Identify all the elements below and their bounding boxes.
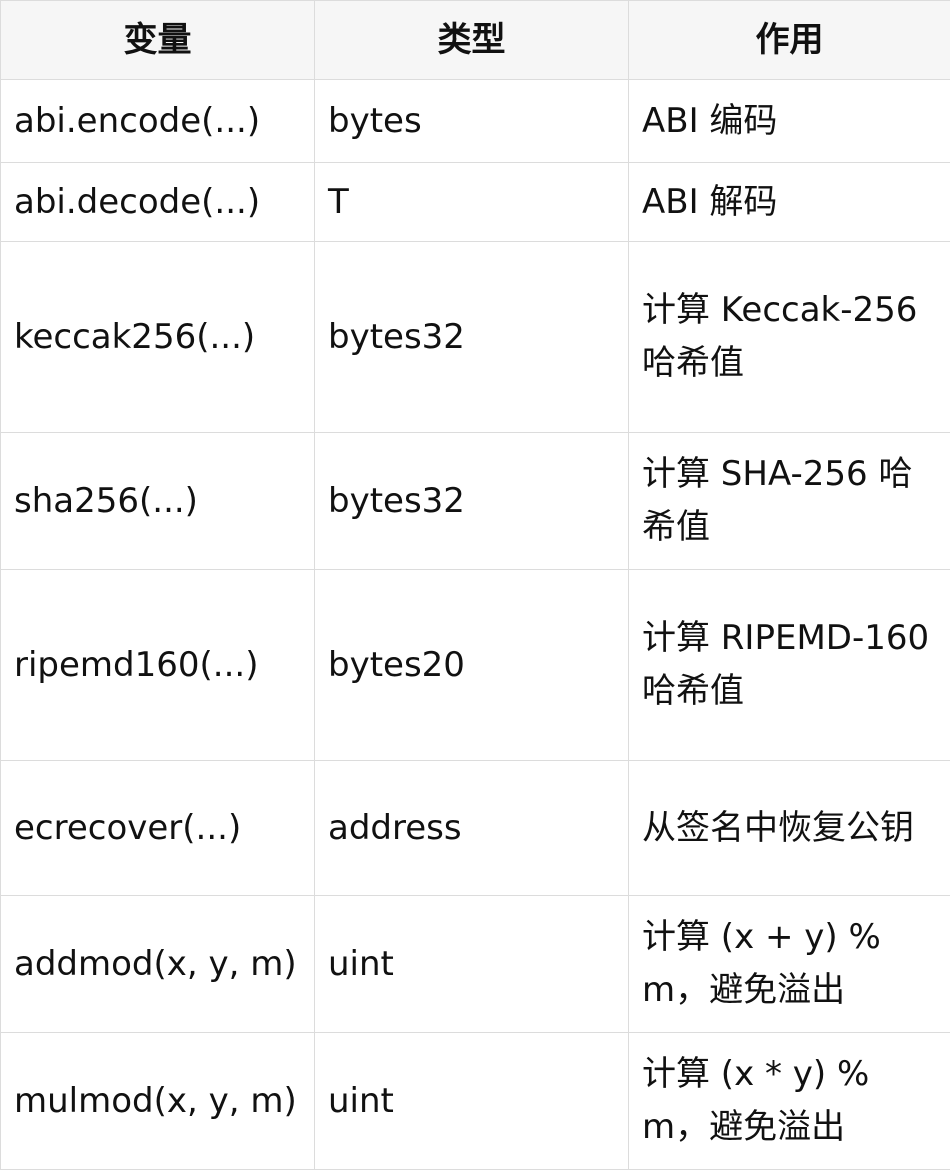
table-row: ripemd160(...) bytes20 计算 RIPEMD-160 哈希值 (1, 570, 950, 761)
cell-purpose: 从签名中恢复公钥 (629, 761, 950, 896)
cell-type: bytes (315, 80, 629, 163)
cell-purpose: 计算 (x * y) % m，避免溢出 (629, 1033, 950, 1170)
header-type: 类型 (315, 1, 629, 80)
cell-type: address (315, 761, 629, 896)
table-row: abi.decode(...) T ABI 解码 (1, 163, 950, 242)
table-header: 变量 类型 作用 (1, 1, 950, 80)
table-body: abi.encode(...) bytes ABI 编码 abi.decode(… (1, 80, 950, 1170)
cell-variable: abi.decode(...) (1, 163, 315, 242)
table-row: keccak256(...) bytes32 计算 Keccak-256 哈希值 (1, 242, 950, 433)
cell-purpose: 计算 RIPEMD-160 哈希值 (629, 570, 950, 761)
cell-variable: ecrecover(...) (1, 761, 315, 896)
header-variable: 变量 (1, 1, 315, 80)
cell-variable: keccak256(...) (1, 242, 315, 433)
cell-purpose: 计算 (x + y) % m，避免溢出 (629, 896, 950, 1033)
cell-type: uint (315, 1033, 629, 1170)
table-row: sha256(...) bytes32 计算 SHA-256 哈希值 (1, 433, 950, 570)
cell-purpose: 计算 SHA-256 哈希值 (629, 433, 950, 570)
cell-variable: mulmod(x, y, m) (1, 1033, 315, 1170)
cell-type: T (315, 163, 629, 242)
table-row: abi.encode(...) bytes ABI 编码 (1, 80, 950, 163)
cell-purpose: ABI 解码 (629, 163, 950, 242)
cell-type: bytes32 (315, 242, 629, 433)
header-row: 变量 类型 作用 (1, 1, 950, 80)
cell-variable: ripemd160(...) (1, 570, 315, 761)
table-row: ecrecover(...) address 从签名中恢复公钥 (1, 761, 950, 896)
cell-purpose: ABI 编码 (629, 80, 950, 163)
cell-variable: abi.encode(...) (1, 80, 315, 163)
cell-variable: sha256(...) (1, 433, 315, 570)
table-row: mulmod(x, y, m) uint 计算 (x * y) % m，避免溢出 (1, 1033, 950, 1170)
cell-type: bytes32 (315, 433, 629, 570)
cell-type: bytes20 (315, 570, 629, 761)
cell-purpose: 计算 Keccak-256 哈希值 (629, 242, 950, 433)
table-row: addmod(x, y, m) uint 计算 (x + y) % m，避免溢出 (1, 896, 950, 1033)
cell-variable: addmod(x, y, m) (1, 896, 315, 1033)
cell-type: uint (315, 896, 629, 1033)
header-purpose: 作用 (629, 1, 950, 80)
